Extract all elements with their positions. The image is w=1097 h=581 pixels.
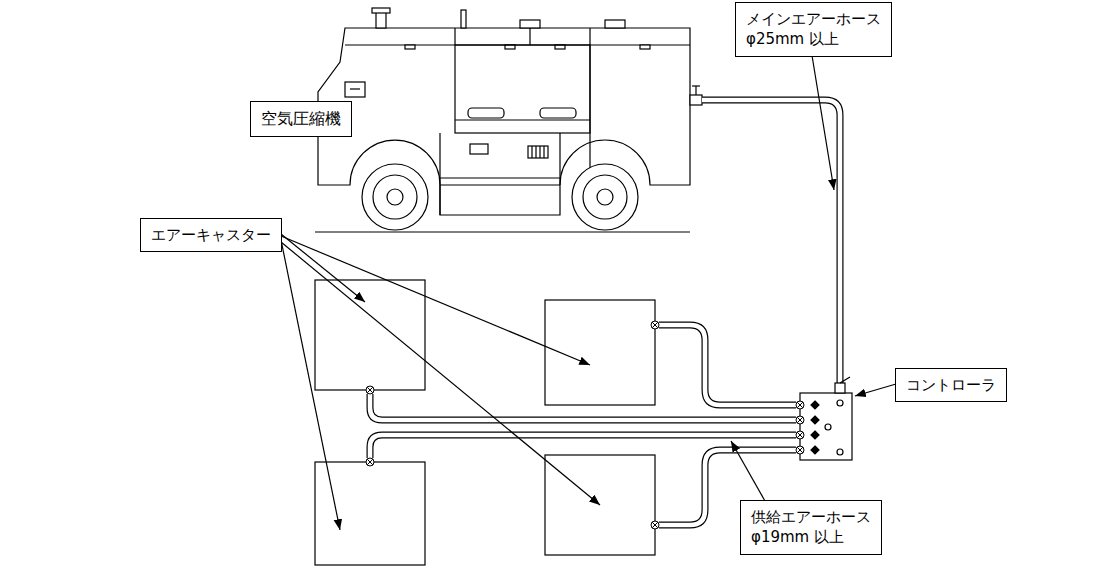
callout-box: 供給エアーホース φ19mm 以上	[740, 500, 882, 555]
callout-box: エアーキャスター	[140, 218, 282, 252]
callout-box: 空気圧縮機	[250, 101, 352, 137]
grill-line	[539, 146, 540, 158]
callout-text: メインエアーホース φ25mm 以上	[746, 9, 881, 50]
leader-arrow	[731, 441, 765, 501]
wheel-hub	[387, 189, 403, 205]
exhaust-stack	[376, 12, 386, 28]
air-caster	[315, 462, 425, 565]
wheel	[362, 164, 428, 230]
door-handle	[540, 108, 576, 118]
gauge	[837, 449, 843, 455]
leader-arrow	[812, 56, 834, 191]
roof-cap	[520, 20, 540, 28]
step-line	[440, 177, 560, 178]
inlet-valve	[835, 383, 845, 393]
leader-arrow	[281, 236, 590, 365]
callout-text: エアーキャスター	[151, 225, 271, 245]
panel-line	[529, 28, 530, 45]
outlet-knob	[811, 416, 819, 424]
frame-line	[589, 45, 590, 185]
supply-hose-inner	[659, 325, 796, 405]
outlet-fitting	[690, 95, 702, 105]
coupler	[796, 416, 804, 424]
compressor-truck	[315, 8, 702, 232]
coupler	[796, 431, 804, 439]
door-line	[455, 119, 590, 120]
coupler	[796, 401, 804, 409]
callout-box: コントローラ	[895, 368, 1007, 402]
air-caster	[315, 280, 425, 390]
wheel	[572, 164, 638, 230]
latch	[640, 45, 650, 49]
coupler	[366, 458, 374, 466]
exhaust-cap	[372, 8, 390, 13]
gauge	[825, 424, 831, 430]
valve-handle	[695, 86, 696, 95]
ground-line	[315, 231, 690, 232]
main-hose-inner	[702, 100, 840, 383]
callout-box: メインエアーホース φ25mm 以上	[735, 2, 892, 57]
couplers	[366, 321, 804, 529]
wheel-rim	[583, 175, 627, 219]
main-hose	[702, 100, 840, 383]
leader-arrow	[855, 384, 896, 396]
wheel-rim	[373, 175, 417, 219]
callout-text: 空気圧縮機	[261, 108, 341, 130]
coupler	[366, 386, 374, 394]
small-door	[345, 82, 365, 97]
roof-cap	[605, 20, 625, 28]
door-handle	[468, 108, 504, 118]
controller	[800, 377, 852, 460]
panel-line	[589, 28, 590, 45]
side-door	[455, 45, 590, 133]
panel-window	[470, 144, 488, 154]
small-door-line	[350, 88, 360, 89]
inlet-lever	[840, 377, 850, 383]
outlet-knob	[811, 446, 819, 454]
step-line	[440, 184, 560, 185]
supply-hose	[659, 325, 796, 405]
grill-line	[535, 146, 536, 158]
coupler	[796, 446, 804, 454]
grill-line	[543, 146, 544, 158]
vent-pipe	[461, 10, 466, 28]
valve-handle	[692, 85, 700, 86]
frame-line	[439, 133, 440, 215]
panel-line	[454, 28, 455, 45]
grill	[528, 146, 548, 158]
air-casters	[315, 280, 655, 565]
callout-text: コントローラ	[906, 375, 996, 395]
coupler	[651, 521, 659, 529]
outlet-knob	[811, 401, 819, 409]
gauge	[837, 400, 843, 406]
coupler	[651, 321, 659, 329]
grill-line	[531, 146, 532, 158]
leader-arrow	[281, 234, 365, 302]
frame-line	[559, 133, 560, 185]
outlet-knob	[811, 431, 819, 439]
controller-body	[800, 393, 852, 460]
leaders	[281, 56, 896, 531]
wheel-hub	[597, 189, 613, 205]
callout-text: 供給エアーホース φ19mm 以上	[751, 507, 871, 548]
latch	[405, 45, 415, 49]
leader-arrow	[281, 242, 600, 505]
